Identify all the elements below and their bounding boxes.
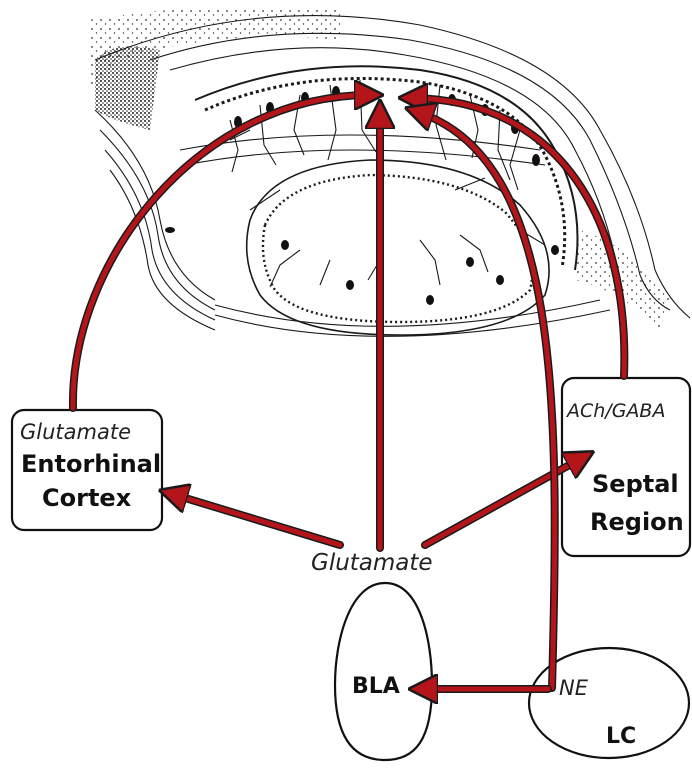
septal-name-line2: Region	[590, 508, 684, 536]
entorhinal-name-line2: Cortex	[42, 484, 131, 512]
lc-transmitter-label: NE	[559, 676, 588, 700]
bla-transmitter-label: Glutamate	[311, 550, 433, 576]
entorhinal-name-line1: Entorhinal	[21, 450, 161, 478]
entorhinal-transmitter-label: Glutamate	[20, 420, 131, 444]
arrow-bla-to-entorhinal	[172, 494, 340, 545]
lc-name-label: LC	[606, 724, 636, 749]
arrow-entorhinal-to-hippocampus	[73, 95, 370, 408]
septal-name-line1: Septal	[592, 470, 679, 498]
bla-name-label: BLA	[352, 674, 400, 699]
bla-oval	[335, 583, 432, 760]
septal-transmitter-label: ACh/GABA	[567, 400, 665, 422]
